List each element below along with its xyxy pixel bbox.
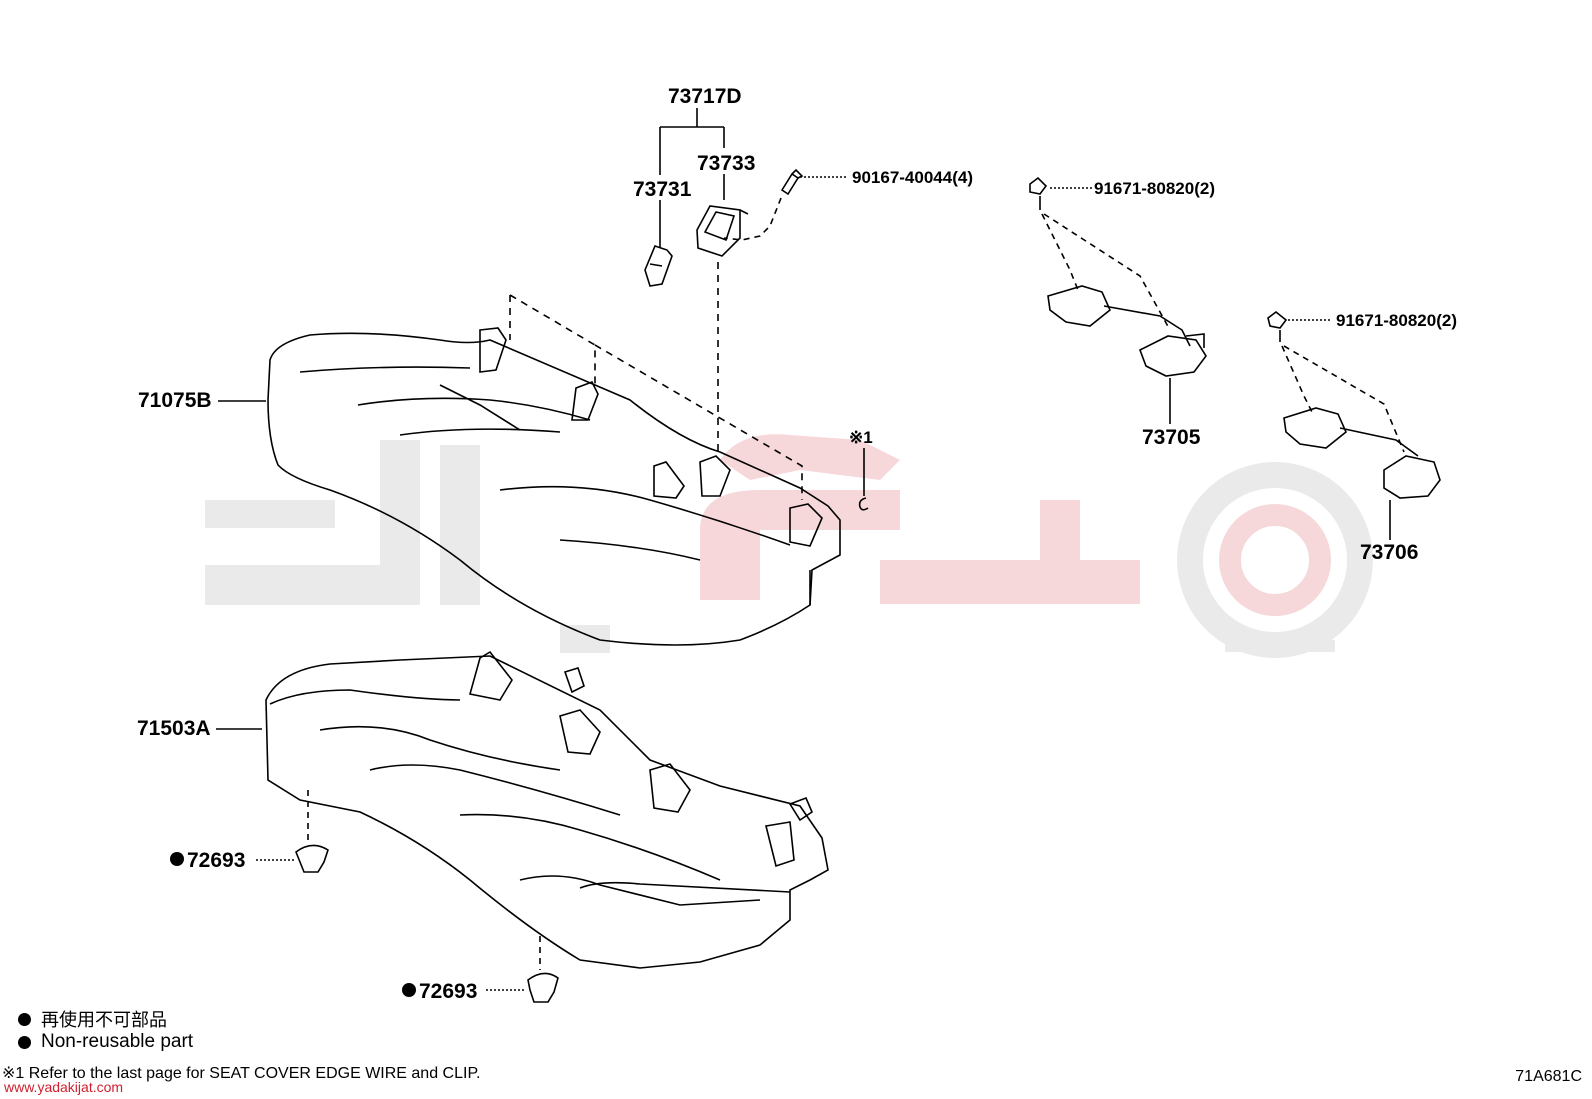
label-91671-80820-upper: 91671-80820(2)	[1094, 179, 1215, 198]
label-72693-lower: 72693	[419, 980, 477, 1003]
bolt-90167	[723, 168, 848, 241]
seat-back-71075B	[218, 327, 841, 646]
linework	[216, 108, 1441, 1003]
latch-73706	[1283, 407, 1441, 540]
label-73731: 73731	[633, 178, 692, 201]
bullet-icon	[18, 1012, 31, 1026]
watermark-logo	[205, 434, 1373, 658]
footnote: ※1 Refer to the last page for SEAT COVER…	[2, 1065, 481, 1082]
cover-73733	[696, 174, 749, 257]
label-72693-upper: 72693	[187, 849, 245, 872]
label-73733: 73733	[697, 152, 755, 175]
clip-72693-lower	[486, 972, 559, 1003]
bullet-icon	[18, 1035, 31, 1049]
clip-72693-upper	[256, 844, 329, 873]
clip-73731	[644, 200, 673, 287]
legend-jp-text: 再使用不可部品	[41, 1010, 167, 1030]
label-90167-40044: 90167-40044(4)	[852, 168, 973, 187]
label-71075B: 71075B	[138, 389, 212, 412]
seat-cushion-71503A	[216, 650, 829, 970]
label-ref-note-1: ※1	[849, 428, 873, 447]
label-73717D: 73717D	[668, 85, 742, 108]
bolt-91671-upper	[1029, 176, 1171, 331]
legend-en: Non-reusable part	[18, 1031, 193, 1053]
label-73706: 73706	[1360, 541, 1418, 564]
drawing-code: 71A681C	[1515, 1068, 1582, 1085]
watermark-url: www.yadakijat.com	[4, 1079, 124, 1095]
label-71503A: 71503A	[137, 717, 211, 740]
non-reusable-dot-icon	[402, 983, 416, 997]
latch-73705	[1047, 285, 1207, 424]
legend-jp: 再使用不可部品	[18, 1006, 167, 1032]
label-91671-80820-lower: 91671-80820(2)	[1336, 311, 1457, 330]
label-73705: 73705	[1142, 426, 1201, 449]
legend-en-text: Non-reusable part	[41, 1031, 194, 1052]
non-reusable-dot-icon	[170, 852, 184, 866]
bolt-91671-lower	[1267, 310, 1405, 453]
